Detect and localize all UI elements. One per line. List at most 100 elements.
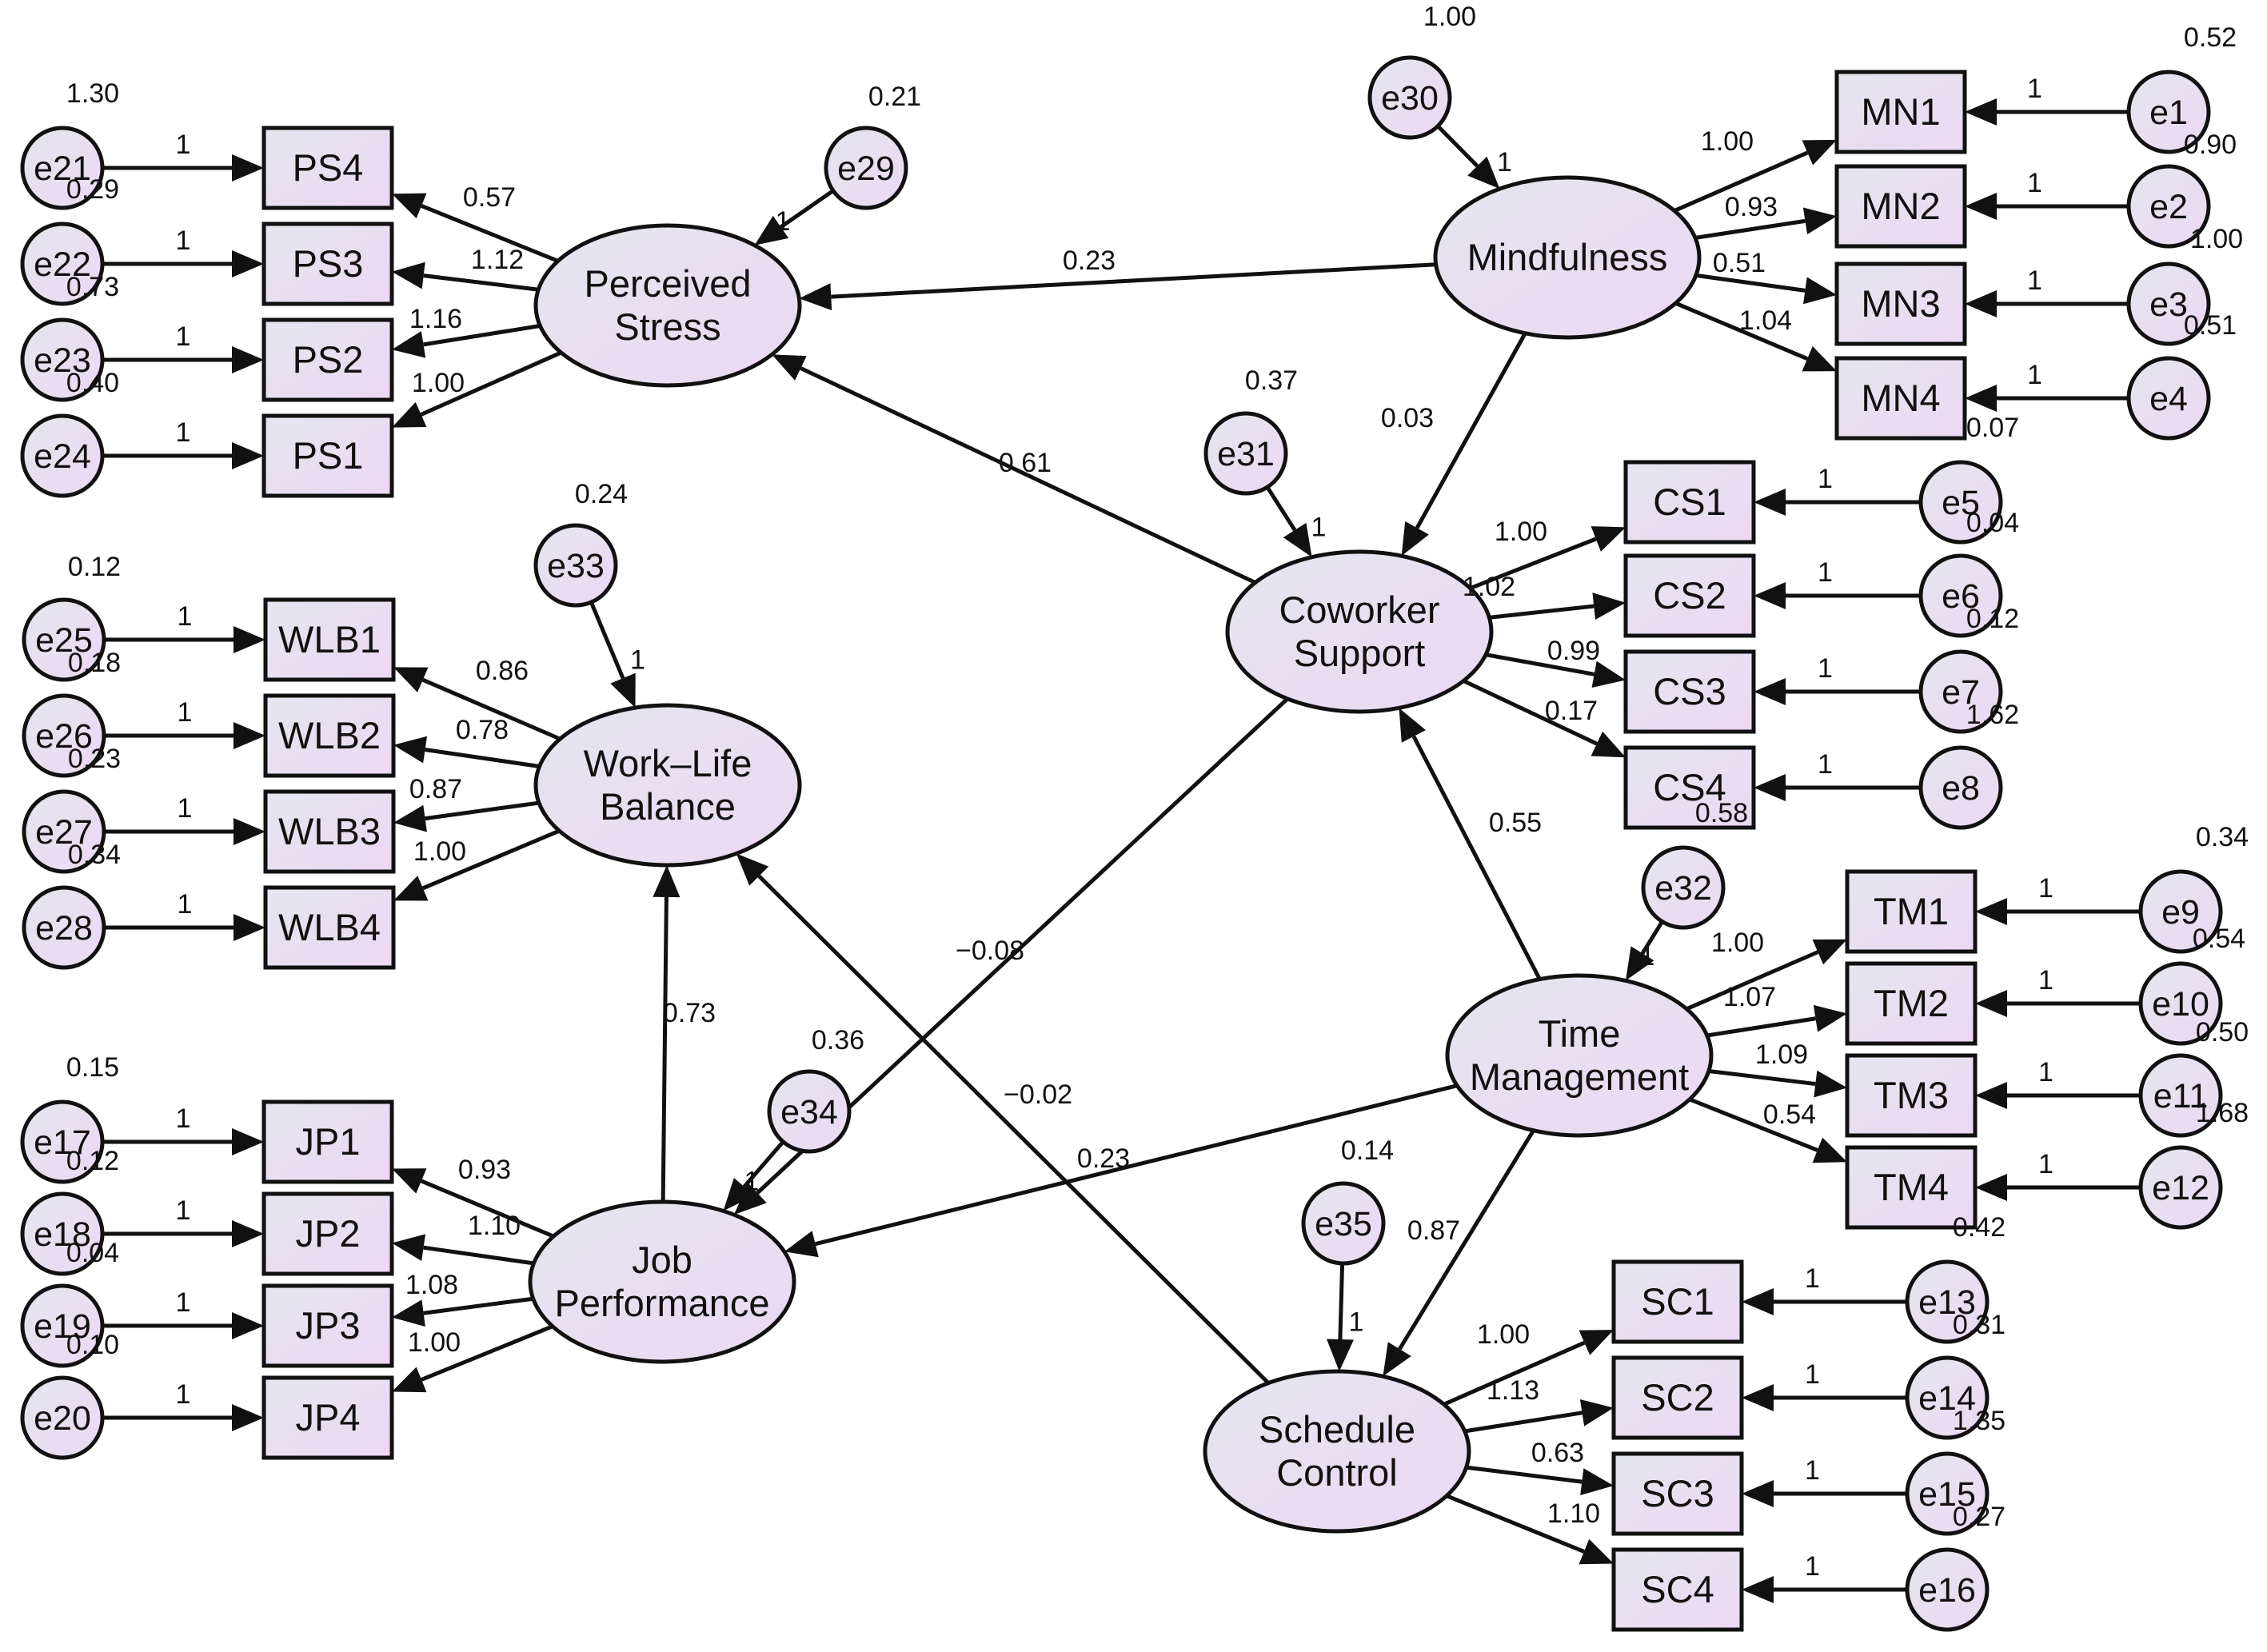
error-path-e4-coefficient: 1	[2027, 360, 2042, 390]
error-label: e1	[2149, 94, 2188, 132]
error-path-e10-coefficient: 1	[2038, 965, 2053, 996]
error-path-e20	[102, 1404, 264, 1431]
error-path-e15-coefficient: 1	[1805, 1455, 1820, 1486]
error-e26: e26	[22, 693, 106, 778]
error-path-e5	[1754, 489, 1921, 516]
indicator-ps4: PS4	[261, 126, 394, 210]
latent-label: Work–Life	[584, 742, 752, 784]
arrowhead	[392, 401, 427, 428]
arrowhead	[1754, 774, 1786, 801]
indicator-jp2: JP2	[261, 1191, 394, 1276]
indicator-sc4: SC4	[1611, 1547, 1744, 1632]
error-e15: e15	[1905, 1451, 1990, 1536]
loading-jp2	[392, 1234, 534, 1266]
indicator-label: WLB4	[278, 906, 381, 948]
indicator-label: SC3	[1641, 1472, 1714, 1514]
error-e30: e30	[1367, 55, 1452, 140]
indicator-wlb3: WLB3	[263, 789, 396, 874]
error-path-e6	[1754, 582, 1921, 609]
error-path-e1-coefficient: 1	[2027, 74, 2042, 104]
error-path-e17	[102, 1128, 264, 1155]
loading-ps1-coefficient: 1.00	[412, 368, 465, 398]
error-variance: 0.31	[1953, 1310, 2006, 1340]
error-path-e28	[104, 914, 265, 941]
error-path-e21-coefficient: 1	[176, 130, 191, 160]
loading-tm2	[1706, 1004, 1847, 1038]
error-e2: e2	[2126, 164, 2211, 249]
loading-mn1-coefficient: 1.00	[1701, 126, 1754, 157]
error-path-e21	[102, 154, 264, 182]
error-variance: 0.14	[1341, 1135, 1394, 1166]
path-tm-to-sc-coefficient: 0.87	[1407, 1215, 1460, 1246]
indicator-tm1: TM1	[1845, 869, 1978, 954]
arrowhead	[1579, 1538, 1614, 1565]
error-e29: e29	[824, 126, 908, 210]
loading-cs3-coefficient: 0.99	[1547, 636, 1600, 666]
arrowhead	[799, 283, 832, 311]
indicator-wlb2: WLB2	[263, 693, 396, 778]
indicator-label: CS1	[1653, 481, 1726, 523]
error-variance: 1.35	[1953, 1406, 2006, 1436]
path-sc-to-wlb	[736, 853, 1270, 1385]
loading-cs4-coefficient: 0.17	[1545, 696, 1598, 726]
error-path-e3	[1965, 290, 2129, 317]
error-e33: e33	[533, 523, 618, 608]
error-e19: e19	[20, 1283, 105, 1368]
indicator-label: WLB3	[278, 810, 381, 852]
error-e27: e27	[22, 789, 106, 874]
indicator-wlb4: WLB4	[263, 885, 396, 970]
arrowhead	[1965, 98, 1997, 126]
error-label: e4	[2149, 380, 2188, 418]
error-label: e17	[34, 1123, 91, 1162]
error-path-e1	[1965, 98, 2129, 126]
error-path-e35-coefficient: 1	[1349, 1307, 1364, 1338]
error-variance: 1.00	[1423, 2, 1476, 32]
arrowhead	[1965, 385, 1997, 412]
arrowhead	[392, 261, 425, 289]
loading-mn3-coefficient: 0.51	[1713, 248, 1766, 278]
error-path-e30	[1436, 124, 1500, 190]
error-path-e5-coefficient: 1	[1818, 464, 1833, 494]
error-label: e6	[1942, 577, 1980, 616]
error-variance: 0.34	[68, 840, 121, 870]
error-variance: 1.68	[2196, 1098, 2249, 1128]
path-mn-to-ps	[799, 262, 1436, 311]
error-label: e30	[1381, 79, 1439, 118]
error-variance: 0.90	[2184, 130, 2237, 160]
error-path-e34-coefficient: 1	[744, 1167, 760, 1197]
path-tm-to-jp-coefficient: 0.23	[1077, 1143, 1130, 1174]
arrowhead	[1802, 207, 1837, 235]
loading-sc4	[1446, 1494, 1614, 1565]
error-label: e9	[2161, 893, 2200, 932]
arrowhead	[232, 250, 264, 277]
loading-ps1	[392, 350, 562, 428]
path-mn-to-cs	[1401, 332, 1527, 557]
error-label: e22	[34, 245, 91, 284]
arrowhead	[232, 346, 264, 373]
arrowhead	[1803, 277, 1837, 305]
error-label: e33	[547, 547, 605, 585]
error-path-e30-coefficient: 1	[1497, 147, 1512, 178]
indicator-label: JP3	[296, 1304, 361, 1347]
latent-label: Schedule	[1259, 1408, 1415, 1450]
arrowhead	[1802, 346, 1837, 372]
error-path-e27-coefficient: 1	[178, 793, 193, 824]
error-label: e3	[2149, 285, 2188, 324]
indicator-cs4: CS4	[1623, 745, 1756, 830]
error-label: e28	[35, 909, 93, 948]
indicator-cs2: CS2	[1623, 553, 1756, 638]
arrowhead	[1399, 708, 1427, 743]
arrowhead	[393, 876, 429, 901]
error-path-e7	[1754, 678, 1921, 705]
indicator-jp4: JP4	[261, 1375, 394, 1460]
arrowhead	[393, 804, 427, 832]
error-variance: 0.07	[1966, 413, 2019, 443]
error-variance: 0.73	[66, 272, 119, 302]
error-e35: e35	[1301, 1181, 1386, 1266]
error-path-e32-coefficient: 1	[1640, 941, 1655, 972]
arrowhead	[723, 1178, 755, 1211]
loading-mn3	[1695, 273, 1837, 305]
